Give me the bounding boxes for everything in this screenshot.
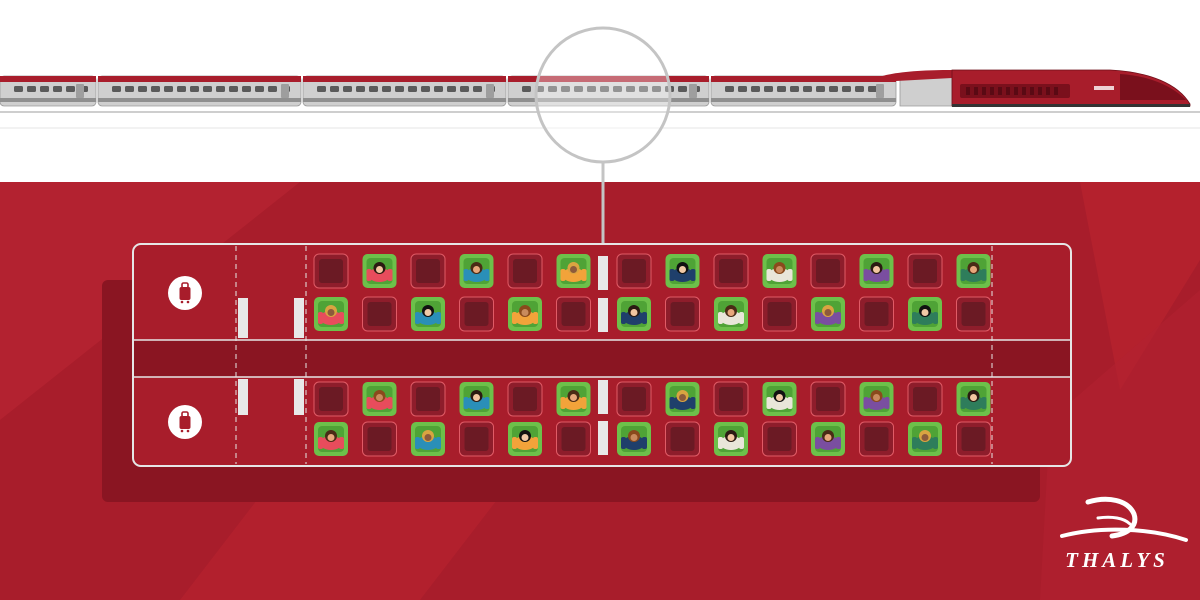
brand-wordmark: THALYS (1065, 548, 1169, 572)
seat-occupied (811, 422, 845, 456)
seat-empty (762, 421, 797, 457)
seat-occupied (665, 382, 700, 416)
seat-empty (362, 421, 397, 457)
partition-wall (598, 256, 608, 290)
seat-occupied (956, 382, 991, 416)
train-car (302, 75, 507, 107)
seat-empty (410, 381, 446, 417)
seat-empty (713, 253, 749, 289)
seat-empty (616, 253, 652, 289)
seat-occupied (459, 254, 494, 288)
partition-wall (598, 298, 608, 332)
train-car (507, 75, 710, 107)
seat-empty (907, 381, 943, 417)
seat-empty (956, 421, 991, 457)
train-car (710, 75, 897, 107)
seat-empty (907, 253, 943, 289)
seat-occupied (665, 254, 700, 288)
seat-occupied (508, 422, 542, 456)
seat-occupied (314, 422, 348, 456)
seat-empty (507, 381, 543, 417)
seat-empty (810, 381, 846, 417)
seat-empty (556, 296, 591, 332)
seat-empty (713, 381, 749, 417)
seat-occupied (411, 297, 445, 331)
seat-occupied (956, 254, 991, 288)
seat-empty (556, 421, 591, 457)
seat-occupied (811, 297, 845, 331)
seat-empty (459, 421, 494, 457)
seat-occupied (556, 254, 591, 288)
seat-empty (762, 296, 797, 332)
partition-wall (294, 298, 304, 338)
locomotive (876, 69, 1191, 107)
magnifier (534, 26, 672, 243)
seat-occupied (908, 422, 942, 456)
seat-empty (362, 296, 397, 332)
seat-occupied (714, 297, 748, 331)
magnifier-lens (534, 26, 672, 164)
seat-empty (616, 381, 652, 417)
thalys-swoosh-logo (1060, 496, 1188, 542)
seat-empty (665, 421, 700, 457)
seat-empty (859, 296, 894, 332)
seat-occupied (459, 382, 494, 416)
partition-wall (238, 298, 248, 338)
seat-empty (459, 296, 494, 332)
partition-wall (598, 380, 608, 414)
luggage-icon (168, 405, 202, 439)
seat-occupied (714, 422, 748, 456)
seat-empty (313, 253, 349, 289)
partition-wall (238, 379, 248, 415)
seat-grid (313, 253, 991, 457)
seat-occupied (556, 382, 591, 416)
train (0, 69, 1191, 107)
seat-occupied (314, 297, 348, 331)
seat-occupied (859, 254, 894, 288)
seat-empty (313, 381, 349, 417)
seat-occupied (508, 297, 542, 331)
corridor (134, 340, 1070, 377)
seat-empty (810, 253, 846, 289)
seat-occupied (762, 382, 797, 416)
seat-empty (665, 296, 700, 332)
train-car (97, 75, 302, 107)
train-car (0, 75, 97, 107)
seat-occupied (762, 254, 797, 288)
seat-empty (859, 421, 894, 457)
luggage-icon (168, 276, 202, 310)
seat-occupied (859, 382, 894, 416)
seat-occupied (362, 382, 397, 416)
seat-occupied (617, 297, 651, 331)
seat-empty (410, 253, 446, 289)
partition-wall (598, 421, 608, 455)
floorplan (132, 243, 1072, 467)
seat-empty (956, 296, 991, 332)
seat-occupied (908, 297, 942, 331)
seat-empty (507, 253, 543, 289)
seat-occupied (411, 422, 445, 456)
partition-wall (294, 379, 304, 415)
seat-occupied (617, 422, 651, 456)
seat-occupied (362, 254, 397, 288)
